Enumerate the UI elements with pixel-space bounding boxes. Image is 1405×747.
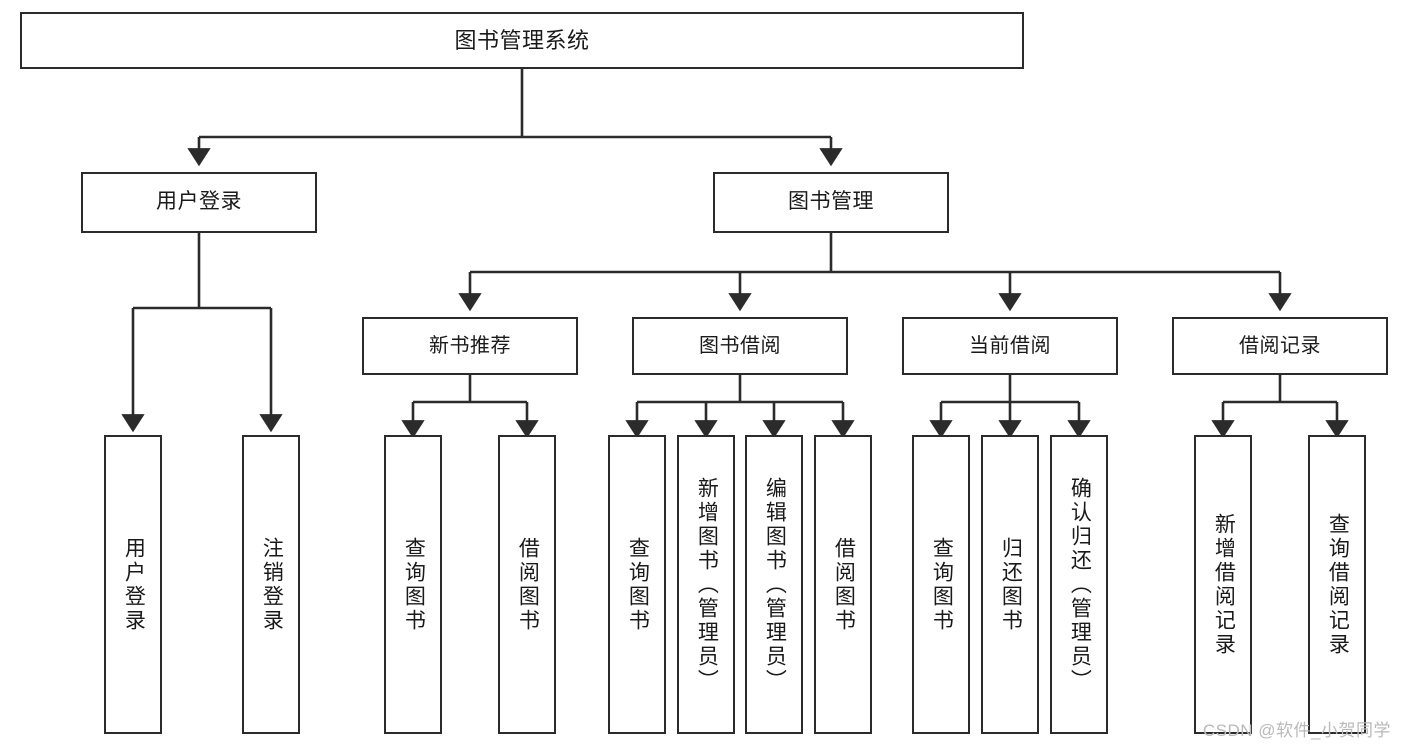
- node-leaf-book-borrow-add-book-admin[interactable]: 新增图书（管理员）: [677, 435, 735, 734]
- node-label: 新增图书（管理员）: [695, 476, 719, 693]
- node-label: 查询图书: [626, 536, 650, 633]
- node-leaf-book-borrow-edit-book-admin[interactable]: 编辑图书（管理员）: [745, 435, 803, 734]
- node-book-management[interactable]: 图书管理: [713, 172, 949, 233]
- node-leaf-borrow-record-query-record[interactable]: 查询借阅记录: [1308, 435, 1366, 734]
- node-leaf-new-book-query-book[interactable]: 查询图书: [384, 435, 442, 734]
- node-label: 图书管理: [788, 190, 874, 214]
- node-user-login[interactable]: 用户登录: [81, 172, 317, 233]
- node-label: 新书推荐: [429, 334, 511, 357]
- node-label: 确认归还（管理员）: [1068, 476, 1092, 693]
- node-leaf-current-borrow-confirm-return-admin[interactable]: 确认归还（管理员）: [1050, 435, 1108, 734]
- node-leaf-new-book-borrow-book[interactable]: 借阅图书: [498, 435, 556, 734]
- node-leaf-current-borrow-return-book[interactable]: 归还图书: [981, 435, 1039, 734]
- node-label: 用户登录: [122, 536, 146, 633]
- node-label: 查询图书: [930, 536, 954, 633]
- node-leaf-user-login-login[interactable]: 用户登录: [104, 435, 162, 734]
- node-label: 当前借阅: [969, 334, 1051, 357]
- node-leaf-book-borrow-borrow-book[interactable]: 借阅图书: [814, 435, 872, 734]
- node-label: 新增借阅记录: [1212, 512, 1236, 657]
- node-leaf-user-login-logout[interactable]: 注销登录: [242, 435, 300, 734]
- node-book-borrow[interactable]: 图书借阅: [632, 317, 848, 375]
- node-label: 借阅图书: [832, 536, 856, 633]
- node-leaf-borrow-record-add-record[interactable]: 新增借阅记录: [1194, 435, 1252, 734]
- node-label: 查询借阅记录: [1326, 512, 1350, 657]
- node-borrow-record[interactable]: 借阅记录: [1172, 317, 1388, 375]
- watermark: CSDN @软件_小贺同学: [1202, 721, 1391, 740]
- node-label: 编辑图书（管理员）: [763, 476, 787, 693]
- node-label: 注销登录: [260, 536, 284, 633]
- node-current-borrow[interactable]: 当前借阅: [902, 317, 1118, 375]
- node-label: 借阅图书: [516, 536, 540, 633]
- node-label: 图书管理系统: [454, 27, 590, 53]
- node-leaf-current-borrow-query-book[interactable]: 查询图书: [912, 435, 970, 734]
- node-label: 查询图书: [402, 536, 426, 633]
- node-new-book-recommend[interactable]: 新书推荐: [362, 317, 578, 375]
- node-label: 借阅记录: [1239, 334, 1321, 357]
- node-label: 图书借阅: [699, 334, 781, 357]
- node-root-book-management-system[interactable]: 图书管理系统: [20, 12, 1024, 69]
- node-leaf-book-borrow-query-book[interactable]: 查询图书: [608, 435, 666, 734]
- node-label: 用户登录: [156, 190, 242, 214]
- node-label: 归还图书: [999, 536, 1023, 633]
